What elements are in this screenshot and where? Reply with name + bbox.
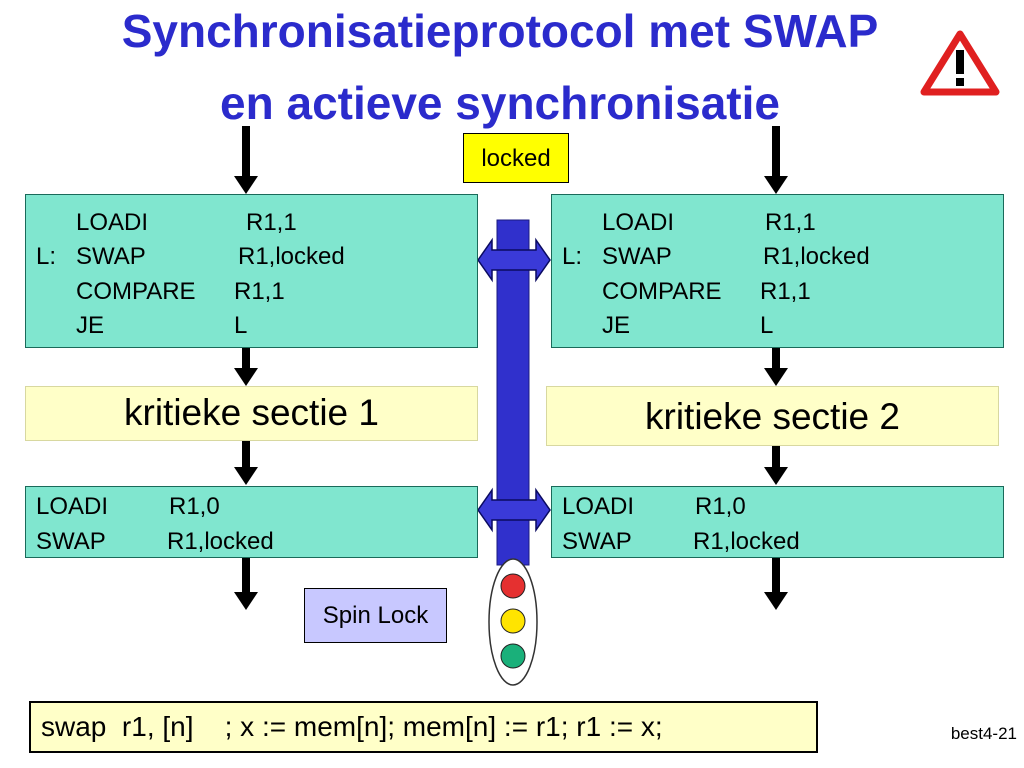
swap-definition-text: swap r1, [n] ; x := mem[n]; mem[n] := r1… xyxy=(41,711,663,742)
arrow-down-icon xyxy=(764,126,788,194)
spin-lock-text: Spin Lock xyxy=(322,602,429,629)
code-line-arg: L xyxy=(760,312,774,339)
code-line-arg: L xyxy=(234,312,248,339)
traffic-light-yellow xyxy=(500,608,526,634)
locked-variable-label: locked xyxy=(463,133,569,183)
code-line-arg: R1,1 xyxy=(760,278,811,305)
code-line-arg: R1,1 xyxy=(234,278,285,305)
code-line-arg: R1,locked xyxy=(167,528,274,555)
code-line-op: SWAP xyxy=(36,528,106,555)
traffic-light-icon xyxy=(488,558,538,686)
arrow-down-icon xyxy=(764,558,788,610)
arrow-down-icon xyxy=(234,558,258,610)
process2-release-code: LOADI R1,0 SWAP R1,locked xyxy=(551,486,1004,558)
arrow-down-icon xyxy=(234,441,258,485)
code-line-op: JE xyxy=(76,312,105,339)
code-line-op: COMPARE xyxy=(76,278,196,305)
critical-section-2-text: kritieke sectie 2 xyxy=(645,396,900,437)
code-line-op: LOADI xyxy=(562,493,635,520)
traffic-light-red xyxy=(500,573,526,599)
code-line-arg: R1,locked xyxy=(763,243,870,270)
code-line-op: JE xyxy=(602,312,631,339)
code-line-arg: R1,1 xyxy=(246,209,297,236)
code-line-label: L: xyxy=(562,243,583,270)
process1-release-code: LOADI R1,0 SWAP R1,locked xyxy=(25,486,478,558)
spin-lock-label: Spin Lock xyxy=(304,588,447,643)
code-line-op: LOADI xyxy=(76,209,149,236)
warning-triangle-icon xyxy=(920,30,1000,96)
critical-section-1-text: kritieke sectie 1 xyxy=(124,392,379,433)
arrow-down-icon xyxy=(234,126,258,194)
code-line-arg: R1,0 xyxy=(695,493,746,520)
code-line-arg: R1,0 xyxy=(169,493,220,520)
code-line-op: SWAP xyxy=(602,243,672,270)
locked-variable-text: locked xyxy=(481,145,551,172)
critical-section-1: kritieke sectie 1 xyxy=(25,386,478,441)
code-line-arg: R1,locked xyxy=(238,243,345,270)
code-line-op: COMPARE xyxy=(602,278,722,305)
code-line-op: SWAP xyxy=(76,243,146,270)
process2-acquire-code: LOADI R1,1 L: SWAP R1,locked COMPARE R1,… xyxy=(551,194,1004,348)
code-line-op: LOADI xyxy=(602,209,675,236)
slide-id: best4-21 xyxy=(950,724,1017,743)
code-line-op: SWAP xyxy=(562,528,632,555)
slide-title-line2: en actieve synchronisatie xyxy=(220,77,780,129)
code-line-arg: R1,locked xyxy=(693,528,800,555)
critical-section-2: kritieke sectie 2 xyxy=(546,386,999,446)
traffic-light-green xyxy=(500,643,526,669)
swap-definition: swap r1, [n] ; x := mem[n]; mem[n] := r1… xyxy=(29,701,818,753)
code-line-arg: R1,1 xyxy=(765,209,816,236)
process1-acquire-code: LOADI R1,1 L: SWAP R1,locked COMPARE R1,… xyxy=(25,194,478,348)
slide-title-line1: Synchronisatieprotocol met SWAP xyxy=(121,5,879,57)
code-line-op: LOADI xyxy=(36,493,109,520)
arrow-down-icon xyxy=(764,348,788,386)
code-line-label: L: xyxy=(36,243,57,270)
shared-memory-bus xyxy=(477,219,551,566)
arrow-down-icon xyxy=(234,348,258,386)
arrow-down-icon xyxy=(764,446,788,485)
